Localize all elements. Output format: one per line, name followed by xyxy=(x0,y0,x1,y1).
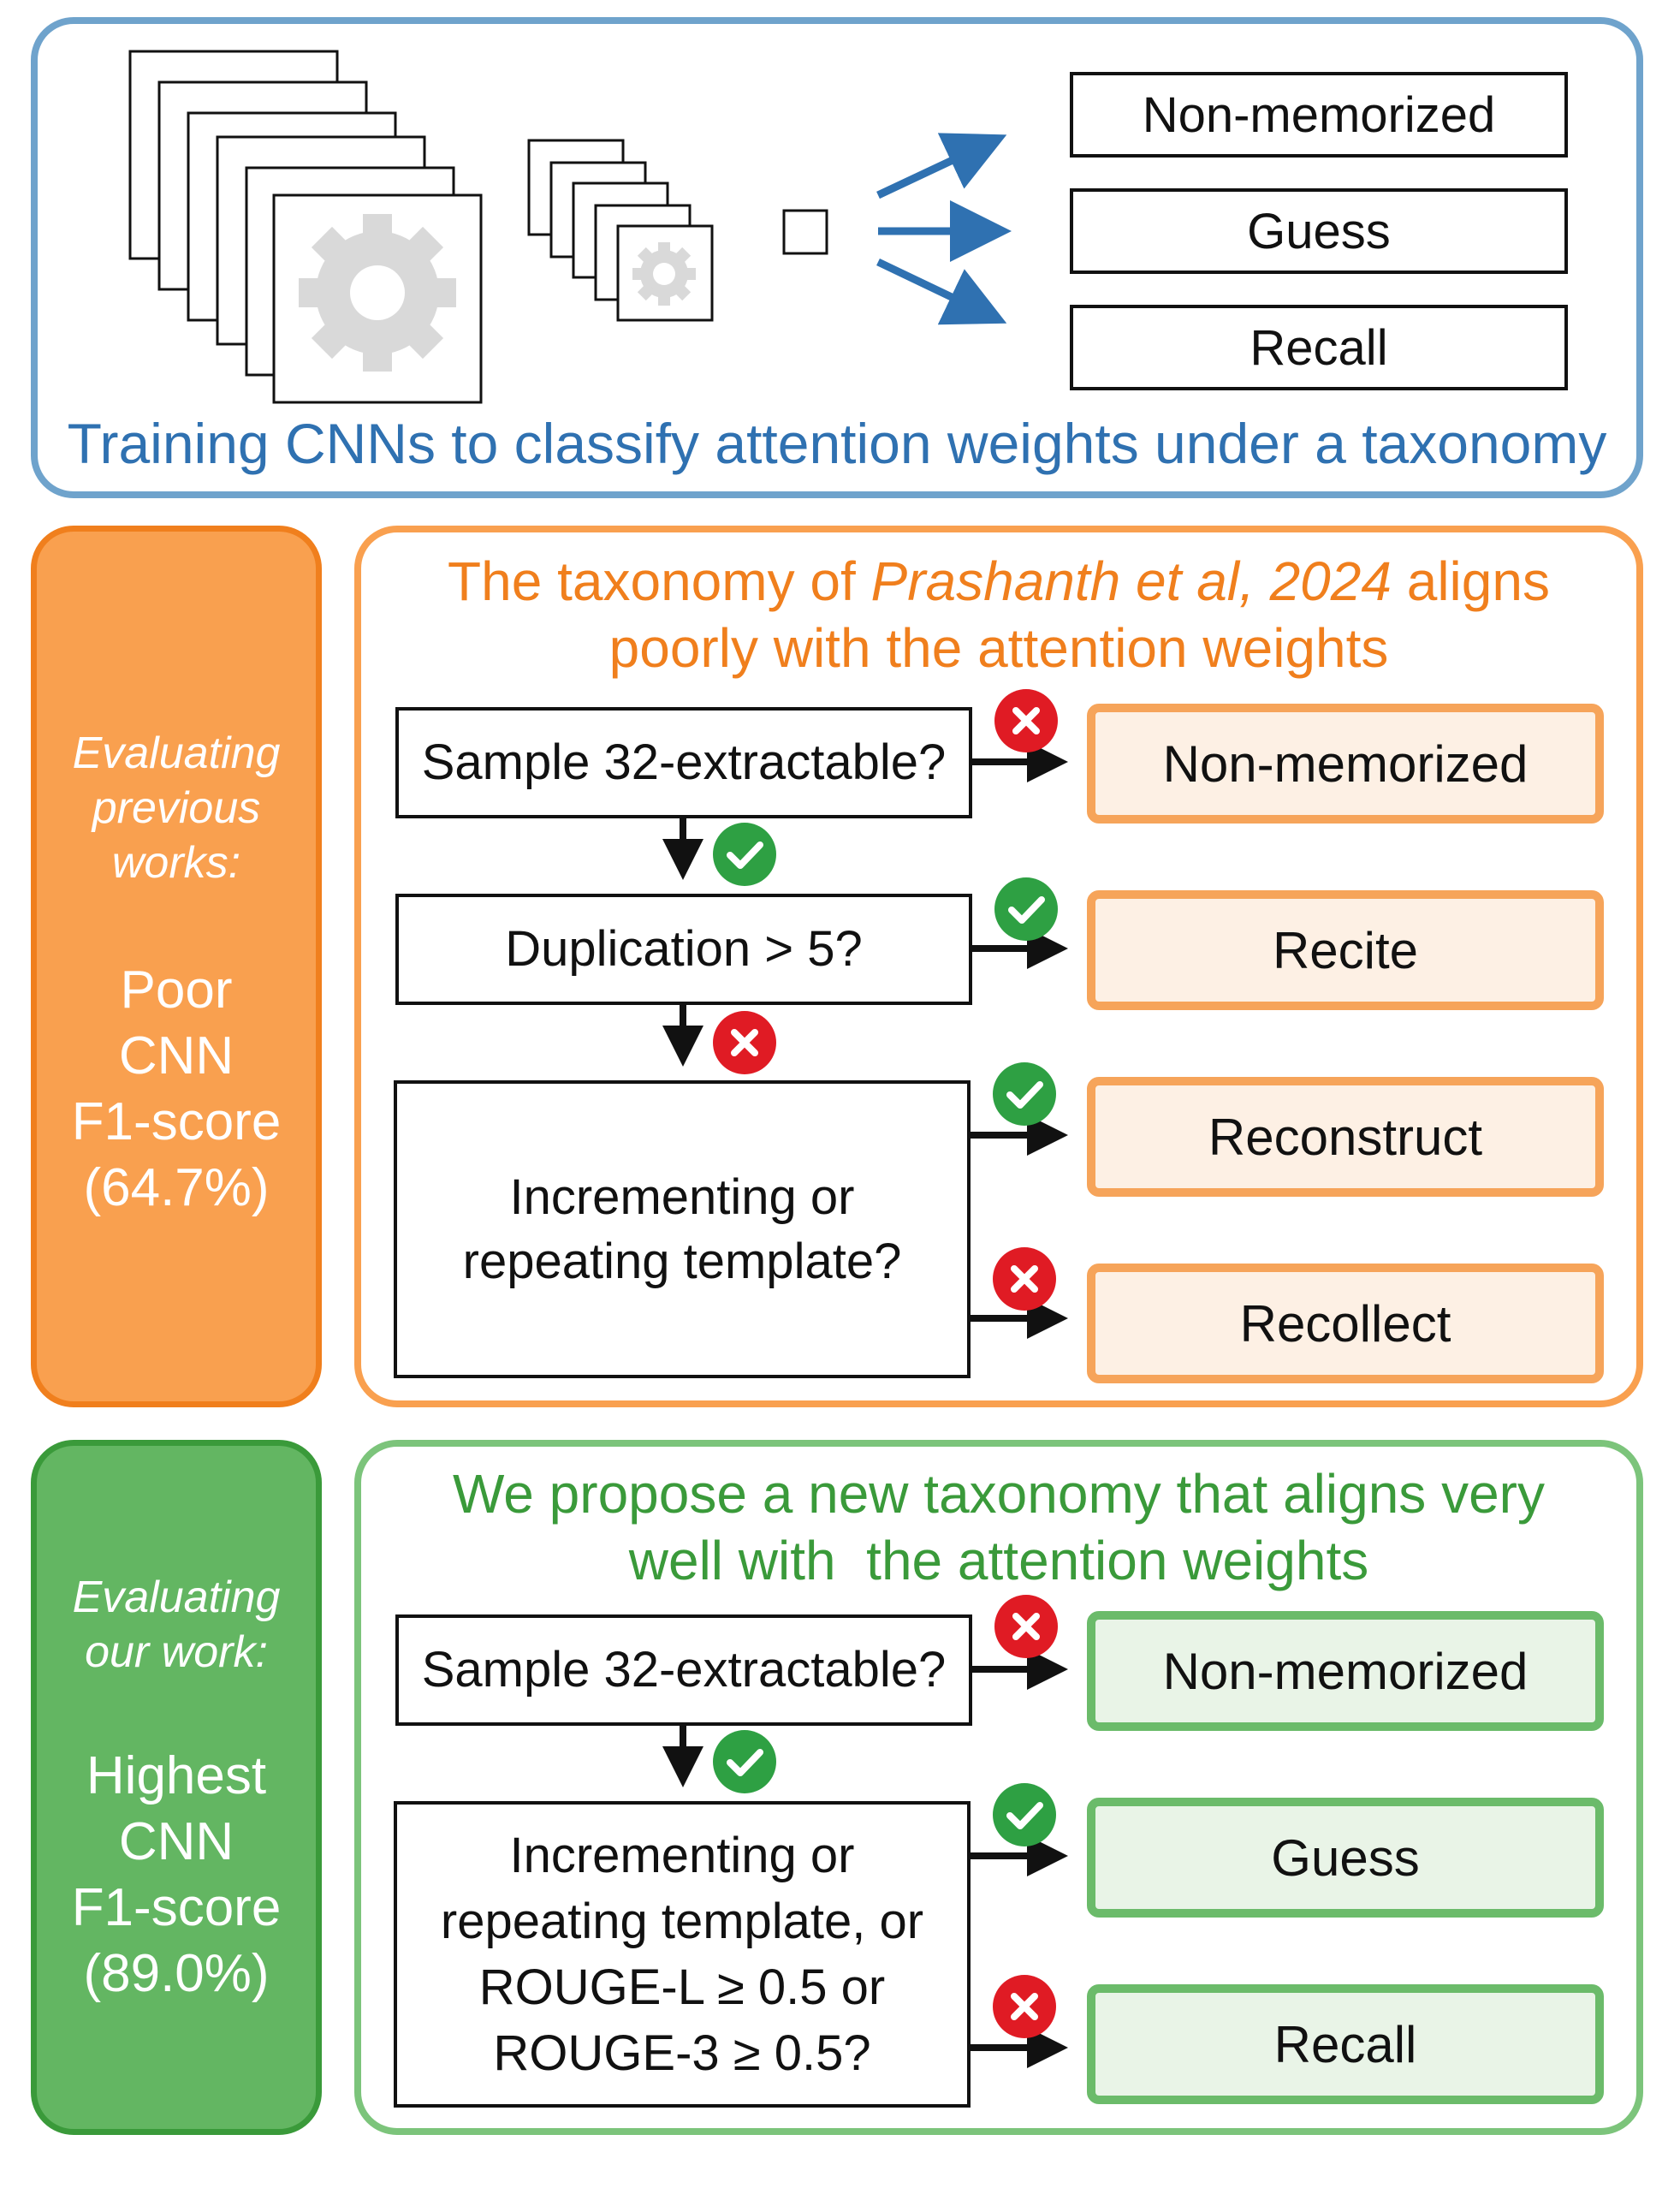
ours-outcome-recall: Recall xyxy=(1087,1984,1604,2104)
ours-outcome-non-memorized: Non-memorized xyxy=(1087,1611,1604,1731)
gear-icon xyxy=(299,214,456,372)
flow-arrows xyxy=(662,741,1068,2068)
arrow-icon xyxy=(876,133,1012,325)
prior-taxonomy-panel xyxy=(354,526,1643,1407)
check-icon xyxy=(994,877,1058,941)
top-panel-caption: Training CNNs to classify attention weig… xyxy=(67,412,1607,475)
prior-side-panel xyxy=(31,526,322,1407)
output-node xyxy=(782,209,828,255)
ours-question-sample-extractable: Sample 32-extractable? xyxy=(395,1614,972,1726)
check-icon xyxy=(993,1062,1056,1126)
ours-taxonomy-title: We propose a new taxonomy that aligns ve… xyxy=(453,1463,1545,1591)
class-box-guess: Guess xyxy=(1070,188,1568,274)
top-panel xyxy=(31,17,1643,498)
ours-question-template-rouge: Incrementing or repeating template, or R… xyxy=(394,1801,971,2108)
ours-outcome-guess: Guess xyxy=(1087,1798,1604,1918)
ours-evaluating-label: Evaluating our work: xyxy=(72,1573,281,1677)
check-icon xyxy=(713,823,776,886)
prior-outcome-reconstruct: Reconstruct xyxy=(1087,1077,1604,1197)
prior-evaluating-label: Evaluating previous works: xyxy=(72,728,281,888)
check-icon xyxy=(993,1783,1056,1846)
gear-icon xyxy=(632,242,696,306)
citation: Prashanth et al, 2024 xyxy=(870,550,1392,612)
prior-question-sample-extractable: Sample 32-extractable? xyxy=(395,707,972,818)
prior-outcome-recollect: Recollect xyxy=(1087,1264,1604,1383)
prior-question-duplication: Duplication > 5? xyxy=(395,894,972,1005)
cross-icon xyxy=(994,1595,1058,1658)
prior-f1-score: Poor CNN F1-score (64.7%) xyxy=(71,960,282,1217)
ours-side-panel xyxy=(31,1440,322,2135)
cross-icon xyxy=(993,1975,1056,2038)
prior-outcome-non-memorized: Non-memorized xyxy=(1087,704,1604,824)
prior-outcome-recite: Recite xyxy=(1087,890,1604,1010)
prior-question-template: Incrementing or repeating template? xyxy=(394,1080,971,1378)
cross-icon xyxy=(994,689,1058,752)
check-icon xyxy=(713,1730,776,1793)
prior-taxonomy-title: The taxonomy of Prashanth et al, 2024 al… xyxy=(448,550,1550,679)
cross-icon xyxy=(713,1011,776,1074)
ours-f1-score: Highest CNN F1-score (89.0%) xyxy=(71,1746,282,2003)
ours-taxonomy-panel xyxy=(354,1440,1643,2135)
cross-icon xyxy=(993,1247,1056,1311)
class-box-non-memorized: Non-memorized xyxy=(1070,72,1568,158)
class-box-recall: Recall xyxy=(1070,305,1568,390)
